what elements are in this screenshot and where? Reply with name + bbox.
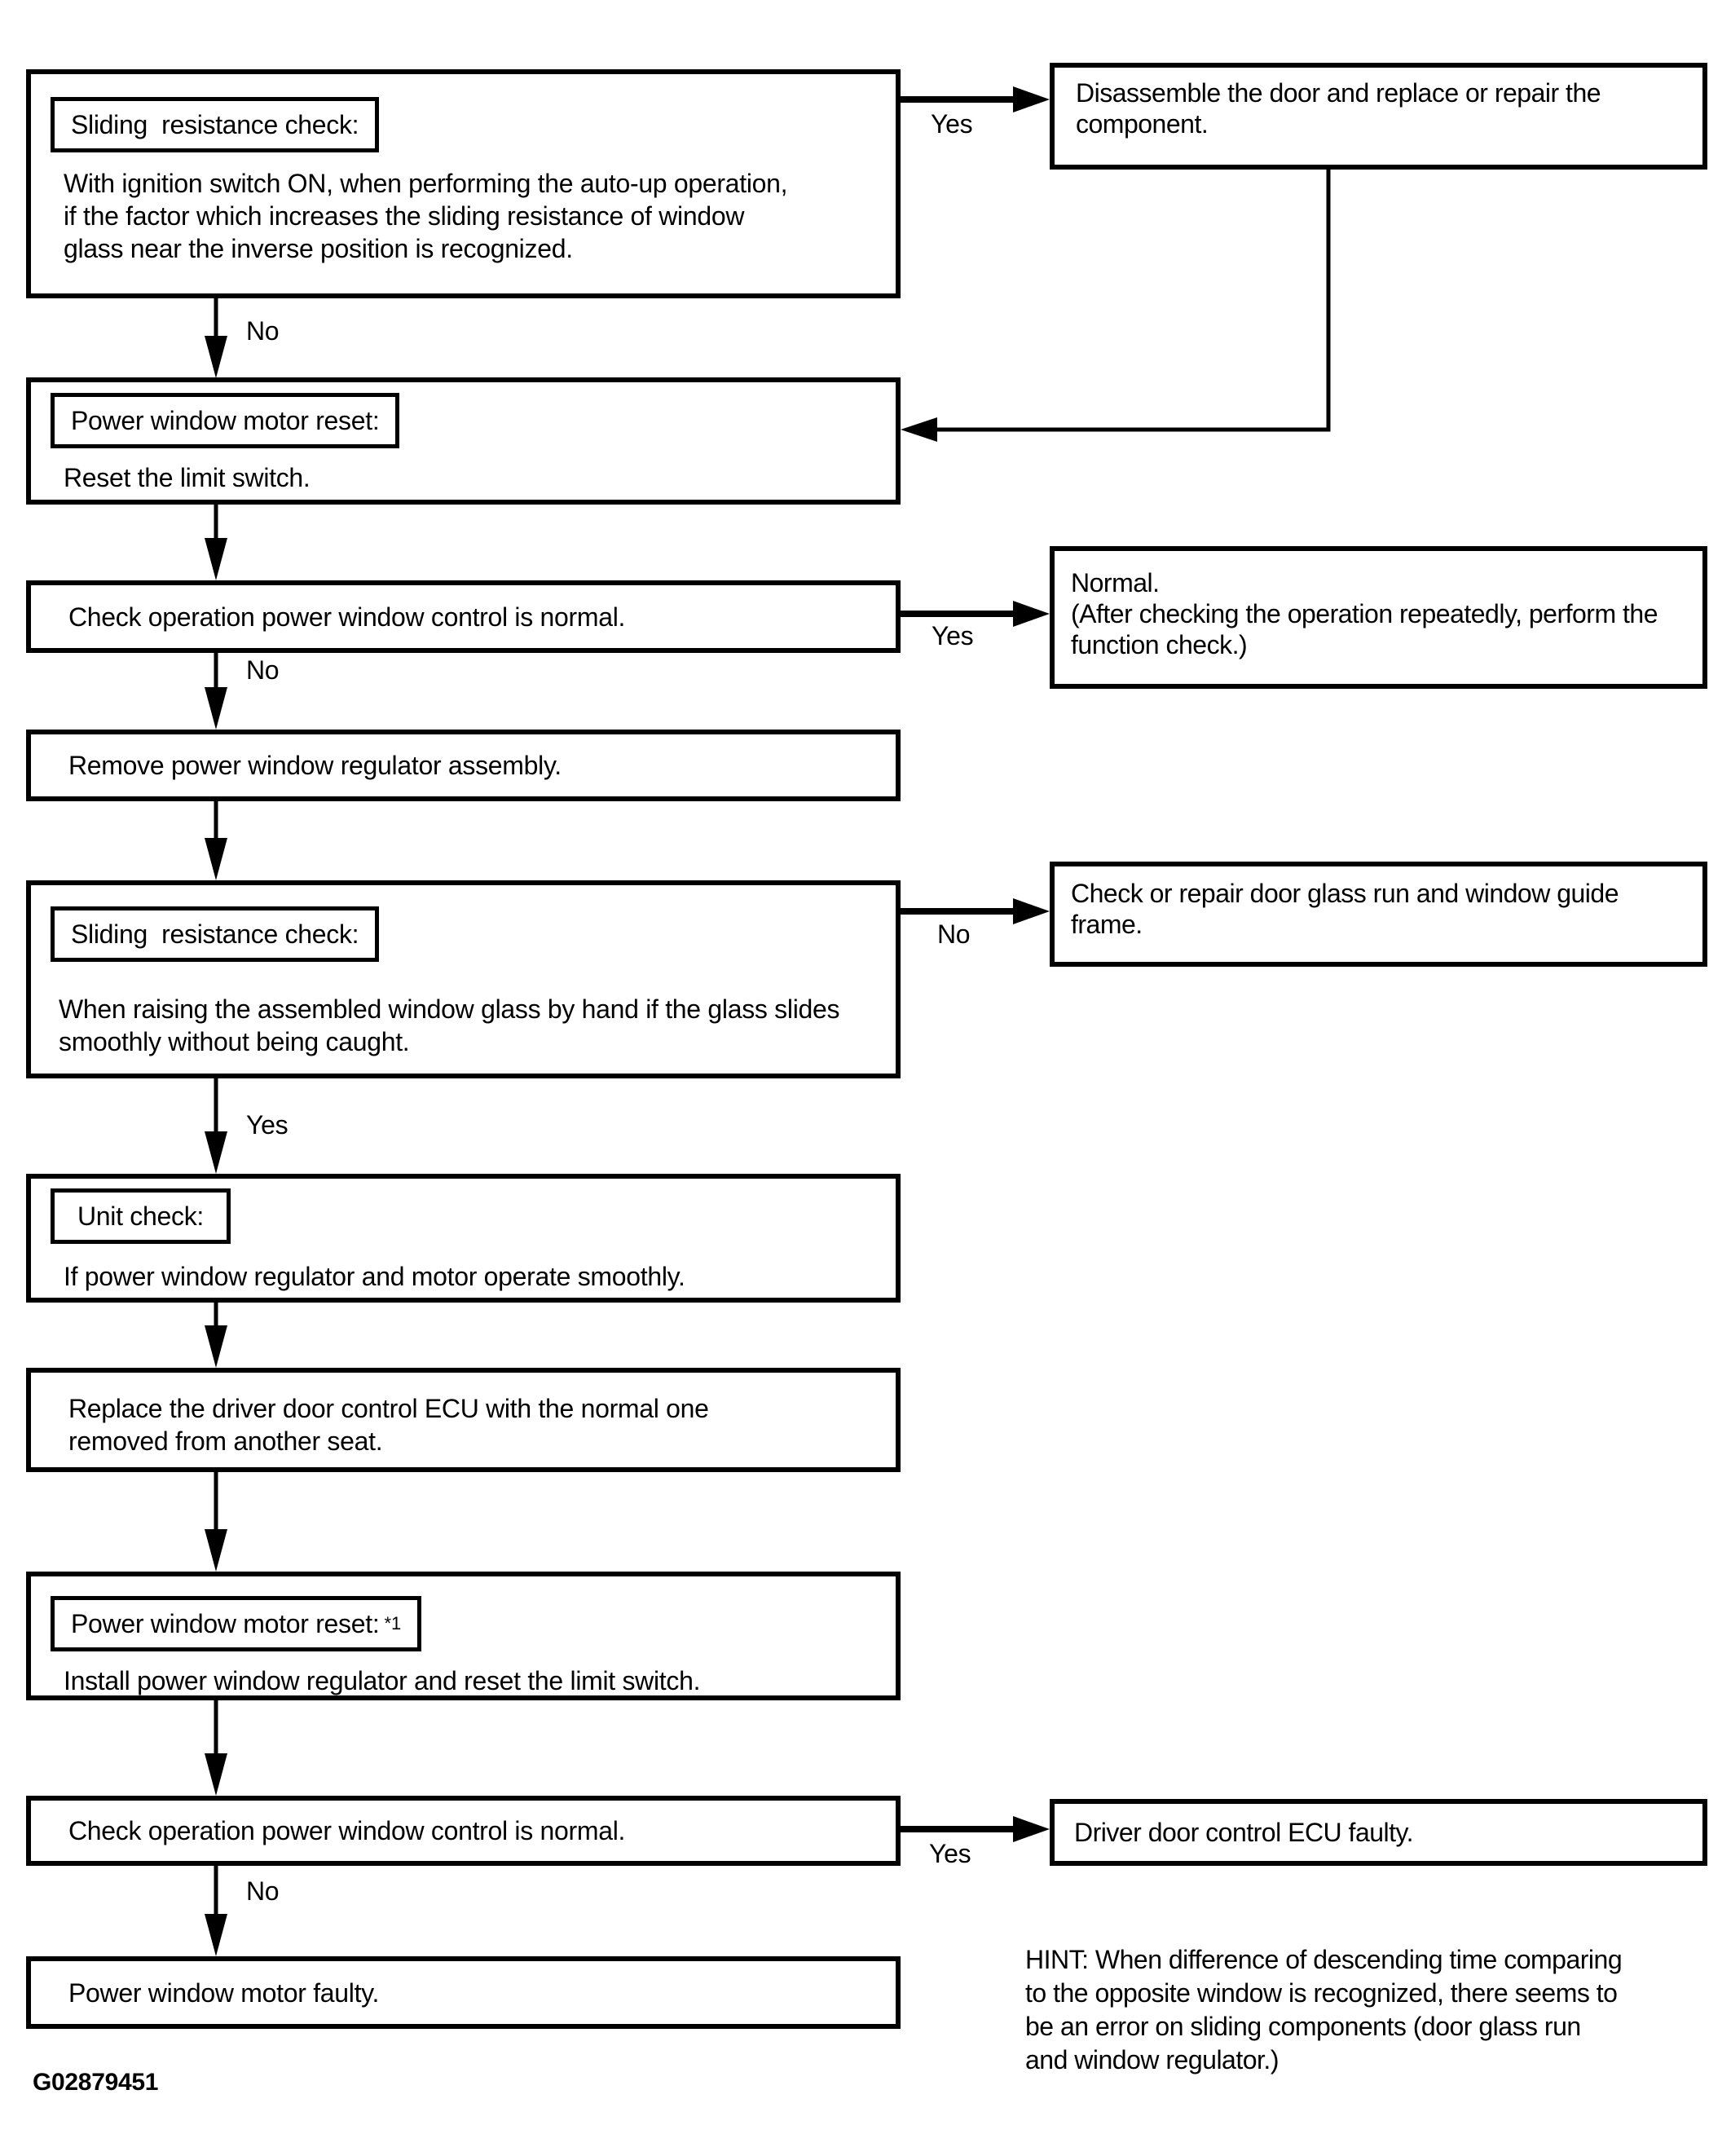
flow-node-power-window-motor-reset-1: Power window motor reset: Reset the limi… xyxy=(26,377,901,505)
edge-check-op-1-to-normal xyxy=(901,601,1050,627)
hint-note: HINT: When difference of descending time… xyxy=(1025,1945,1623,2074)
edge-check-op-2-to-ecu-faulty xyxy=(901,1816,1050,1842)
node-title: Sliding resistance check: xyxy=(71,919,359,949)
node-title-box: Power window motor reset:*1 xyxy=(51,1596,422,1651)
edge-motor-reset-1-to-check-op-1 xyxy=(205,505,227,580)
flow-node-sliding-resistance-check-2: Sliding resistance check: When raising t… xyxy=(26,880,901,1078)
figure-id: G02879451 xyxy=(33,2069,159,2096)
node-body: Check operation power window control is … xyxy=(68,1816,626,1845)
flow-node-check-repair-glass-run: Check or repair door glass run and windo… xyxy=(1050,862,1707,967)
node-body: Check or repair door glass run and windo… xyxy=(1071,879,1619,939)
node-body: Power window motor faulty. xyxy=(68,1977,380,2008)
node-body: Replace the driver door control ECU with… xyxy=(68,1394,709,1456)
edge-label-yes: Yes xyxy=(929,1839,971,1868)
node-title: Power window motor reset: xyxy=(71,1608,380,1638)
edge-sliding-check-2-to-unit-check xyxy=(205,1078,227,1174)
node-title-box: Power window motor reset: xyxy=(51,393,400,448)
edge-sliding-check-2-to-check-repair xyxy=(901,898,1050,924)
edge-label-no: No xyxy=(937,919,971,949)
node-body: When raising the assembled window glass … xyxy=(59,994,840,1056)
node-title-box: Sliding resistance check: xyxy=(51,97,380,152)
edge-label-no: No xyxy=(246,1876,280,1906)
edge-replace-ecu-to-motor-reset-2 xyxy=(205,1472,227,1572)
node-body: Normal. (After checking the operation re… xyxy=(1071,568,1658,659)
footnote-marker: *1 xyxy=(384,1613,402,1634)
flow-node-sliding-resistance-check-1: Sliding resistance check: With ignition … xyxy=(26,69,901,298)
flow-node-check-operation-1: Check operation power window control is … xyxy=(26,580,901,653)
flow-node-normal-result: Normal. (After checking the operation re… xyxy=(1050,546,1707,689)
flow-node-disassemble-door: Disassemble the door and replace or repa… xyxy=(1050,63,1707,170)
edge-label-no: No xyxy=(246,655,280,685)
edge-check-op-2-to-motor-faulty xyxy=(205,1866,227,1956)
node-body: If power window regulator and motor oper… xyxy=(64,1262,685,1291)
flow-node-driver-door-ecu-faulty: Driver door control ECU faulty. xyxy=(1050,1799,1707,1866)
edge-label-yes: Yes xyxy=(931,109,973,139)
edge-disassemble-to-motor-reset-1 xyxy=(901,170,1331,442)
node-title: Unit check: xyxy=(77,1201,204,1231)
edge-sliding-check-1-to-motor-reset-1 xyxy=(205,298,227,378)
edge-motor-reset-2-to-check-op-2 xyxy=(205,1700,227,1796)
node-body: Driver door control ECU faulty. xyxy=(1074,1818,1414,1847)
node-body: Install power window regulator and reset… xyxy=(64,1666,701,1695)
flow-node-power-window-motor-faulty: Power window motor faulty. xyxy=(26,1956,901,2029)
node-body: Disassemble the door and replace or repa… xyxy=(1076,78,1601,139)
flow-node-remove-regulator: Remove power window regulator assembly. xyxy=(26,730,901,801)
edge-sliding-check-1-to-disassemble xyxy=(901,86,1050,112)
node-body: Remove power window regulator assembly. xyxy=(68,751,562,780)
node-title: Power window motor reset: xyxy=(71,405,380,435)
edge-label-no: No xyxy=(246,316,280,346)
edge-check-op-1-to-remove-regulator xyxy=(205,653,227,730)
edge-label-yes: Yes xyxy=(246,1110,288,1140)
flow-node-power-window-motor-reset-2: Power window motor reset:*1 Install powe… xyxy=(26,1572,901,1700)
flow-node-check-operation-2: Check operation power window control is … xyxy=(26,1796,901,1866)
flow-node-replace-driver-door-ecu: Replace the driver door control ECU with… xyxy=(26,1368,901,1472)
node-title-box: Sliding resistance check: xyxy=(51,906,380,962)
flow-node-unit-check: Unit check: If power window regulator an… xyxy=(26,1174,901,1303)
edge-unit-check-to-replace-ecu xyxy=(205,1303,227,1368)
node-body: With ignition switch ON, when performing… xyxy=(64,169,788,263)
node-body: Reset the limit switch. xyxy=(64,463,311,492)
node-body: Check operation power window control is … xyxy=(68,602,626,632)
edge-remove-regulator-to-sliding-check-2 xyxy=(205,801,227,880)
node-title-box: Unit check: xyxy=(51,1188,231,1244)
edge-label-yes: Yes xyxy=(932,621,974,650)
node-title: Sliding resistance check: xyxy=(71,109,359,139)
